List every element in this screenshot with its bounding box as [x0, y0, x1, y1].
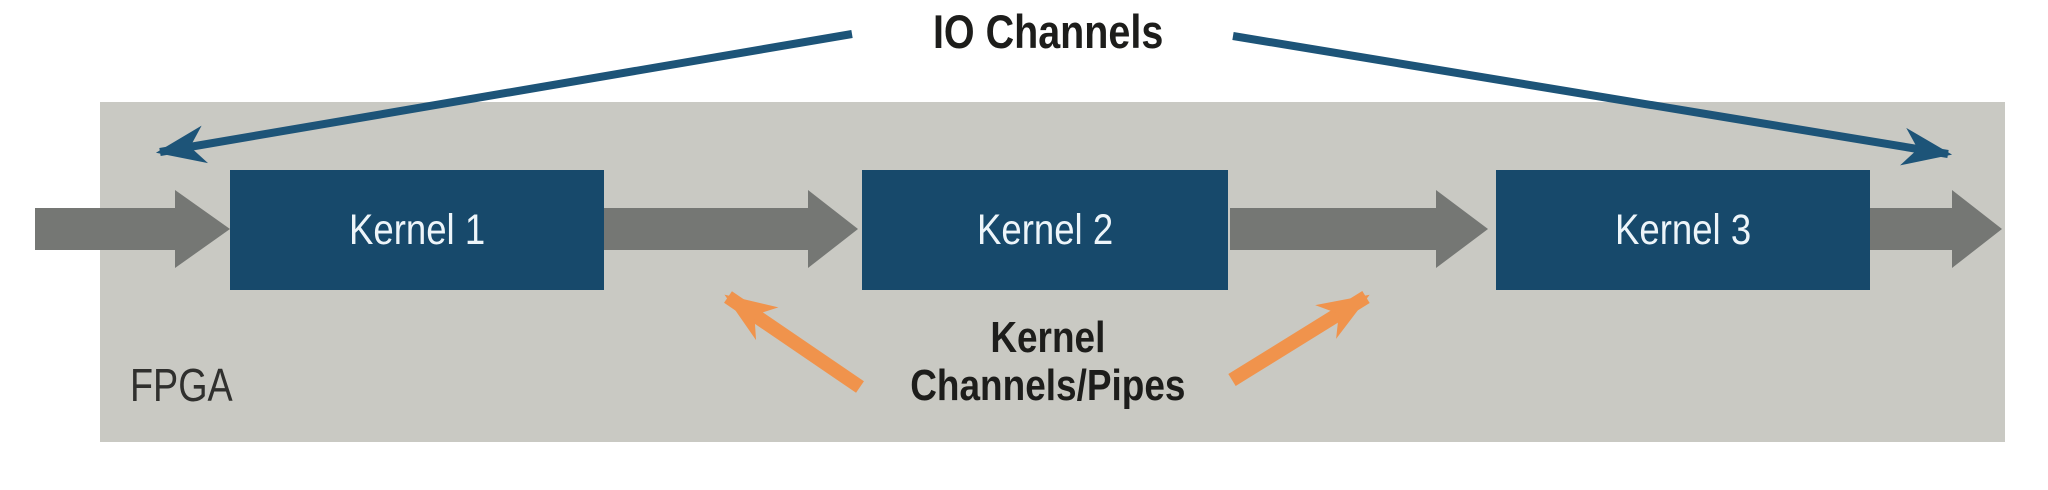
kernel-channels-label-wrap: Kernel Channels/Pipes: [448, 314, 1648, 410]
kernel-2-box: Kernel 2: [862, 170, 1228, 290]
kernel-2-label: Kernel 2: [976, 205, 1114, 254]
io-channels-title: IO Channels: [932, 5, 1164, 58]
fpga-label: FPGA: [130, 359, 233, 411]
kernel-channels-label-line1: Kernel: [990, 313, 1106, 362]
kernel-channels-label-line2: Channels/Pipes: [910, 361, 1186, 410]
io-channels-title-wrap: IO Channels: [448, 4, 1648, 59]
kernel-3-box: Kernel 3: [1496, 170, 1870, 290]
kernel-1-box: Kernel 1: [230, 170, 604, 290]
kernel-channels-label: Kernel Channels/Pipes: [910, 314, 1185, 410]
kernel-3-label: Kernel 3: [1614, 205, 1752, 254]
kernel-1-label: Kernel 1: [348, 205, 486, 254]
